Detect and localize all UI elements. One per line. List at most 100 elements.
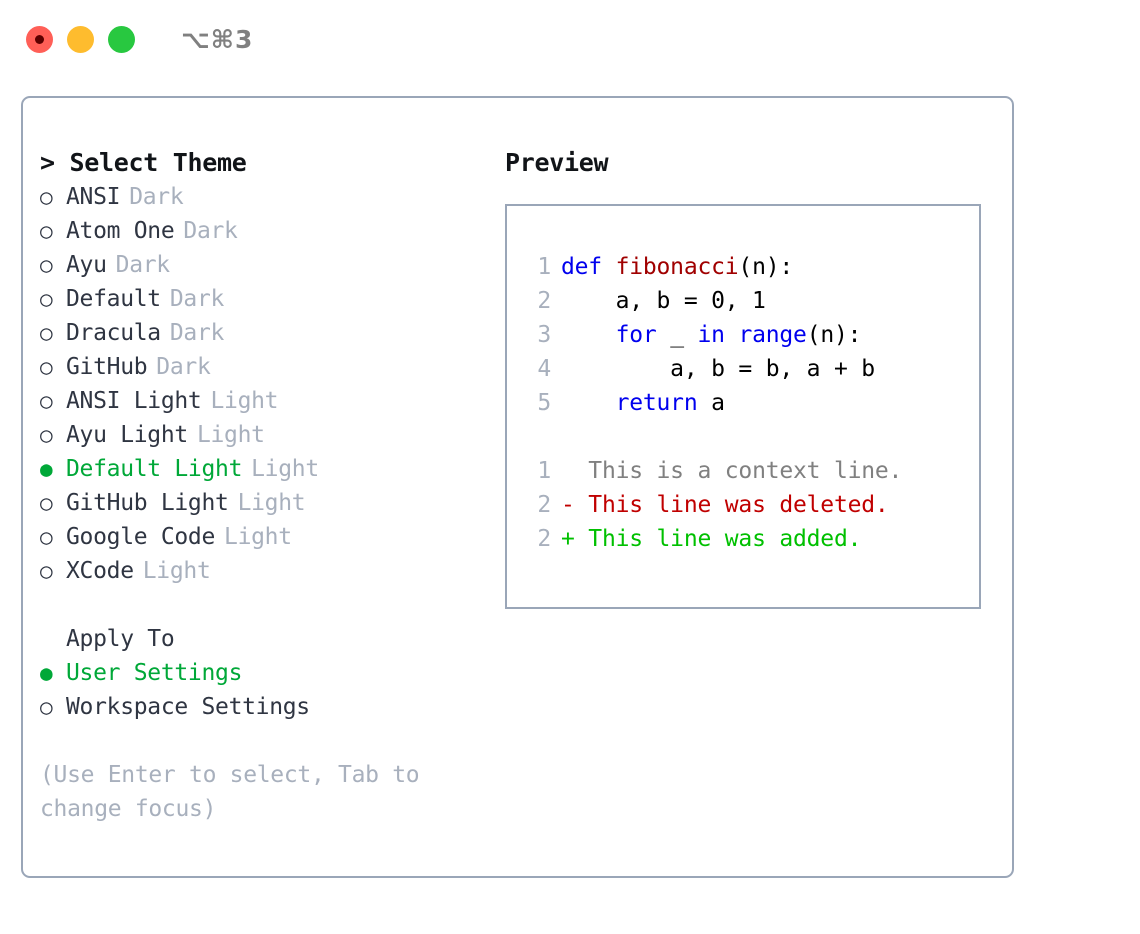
code-token: fibonacci xyxy=(615,254,739,280)
theme-option-category: Light xyxy=(251,456,319,482)
diff-sample: 1 This is a context line. 2- This line wa… xyxy=(521,454,979,556)
theme-option-ansi[interactable]: ○ ANSI Dark xyxy=(40,180,493,214)
close-button[interactable] xyxy=(26,25,53,53)
theme-option-category: Dark xyxy=(129,184,184,210)
theme-option-label: ANSI Light xyxy=(66,388,202,414)
theme-option-category: Dark xyxy=(115,252,171,278)
theme-option-ansi-light[interactable]: ○ ANSI Light Light xyxy=(40,384,493,418)
line-number: 4 xyxy=(537,356,551,382)
code-token: in xyxy=(697,322,739,348)
theme-option-default-light[interactable]: ● Default Light Light xyxy=(40,452,493,486)
diff-line-text: This is a context line. xyxy=(588,458,903,484)
window-shortcut-label: ⌥⌘3 xyxy=(181,24,254,54)
code-diff-separator xyxy=(521,420,979,454)
theme-option-label: XCode xyxy=(66,558,134,584)
code-token xyxy=(561,322,616,348)
diff-line-text: This line was added. xyxy=(588,526,862,552)
theme-option-category: Light xyxy=(196,422,265,448)
select-theme-heading: > Select Theme xyxy=(40,148,247,177)
zoom-button[interactable] xyxy=(108,25,135,53)
diff-marker: - xyxy=(561,492,589,518)
line-number: 1 xyxy=(537,254,551,280)
code-token: a, b = b, a + b xyxy=(561,356,875,382)
theme-option-ayu[interactable]: ○ Ayu Dark xyxy=(40,248,493,282)
theme-option-label: Default Light xyxy=(66,456,243,482)
theme-option-category: Light xyxy=(237,490,306,516)
theme-option-label: Ayu Light xyxy=(66,422,188,448)
theme-option-category: Dark xyxy=(169,286,225,312)
line-number: 3 xyxy=(537,322,551,348)
radio-unselected-icon: ○ xyxy=(40,525,53,549)
theme-option-label: Google Code xyxy=(66,524,216,550)
recording-indicator-icon xyxy=(35,34,44,44)
code-line: 3 for _ in range(n): xyxy=(521,318,979,352)
code-line-text: def fibonacci(n): xyxy=(561,250,793,284)
diff-marker: + xyxy=(561,526,589,552)
keyboard-hint-text: (Use Enter to select, Tab to change focu… xyxy=(40,762,433,822)
radio-unselected-icon: ○ xyxy=(40,253,53,277)
apply-to-option-workspace-settings[interactable]: ○Workspace Settings xyxy=(40,690,493,724)
theme-option-label: ANSI xyxy=(66,184,121,210)
code-line-text: a, b = 0, 1 xyxy=(561,284,766,318)
preview-heading: Preview xyxy=(505,148,609,177)
apply-to-option-label: Workspace Settings xyxy=(66,694,310,720)
radio-unselected-icon: ○ xyxy=(40,491,53,515)
diff-line-added: 2+ This line was added. xyxy=(521,522,979,556)
code-line-text: return a xyxy=(561,386,725,420)
minimize-button[interactable] xyxy=(67,25,94,53)
diff-marker xyxy=(561,454,588,488)
radio-selected-icon: ● xyxy=(40,457,53,481)
code-token: for xyxy=(615,322,671,348)
radio-unselected-icon: ○ xyxy=(40,389,53,413)
diff-line-context: 1 This is a context line. xyxy=(521,454,979,488)
code-token: range xyxy=(738,322,807,348)
title-bar: ⌥⌘3 xyxy=(0,0,1140,78)
apply-to-list[interactable]: ● User Settings ○Workspace Settings xyxy=(40,656,493,724)
line-number: 2 xyxy=(537,492,551,518)
radio-unselected-icon: ○ xyxy=(40,559,53,583)
theme-option-category: Dark xyxy=(183,218,238,244)
apply-to-heading: Apply To xyxy=(66,626,175,652)
theme-option-label: Ayu xyxy=(66,252,107,278)
radio-selected-icon: ● xyxy=(40,661,53,685)
code-token xyxy=(561,390,616,416)
theme-option-github-light[interactable]: ○ GitHub Light Light xyxy=(40,486,493,520)
line-number: 2 xyxy=(537,288,551,314)
code-line-text: a, b = b, a + b xyxy=(561,352,875,386)
radio-unselected-icon: ○ xyxy=(40,287,53,311)
radio-unselected-icon: ○ xyxy=(40,185,53,209)
code-line: 5 return a xyxy=(521,386,979,420)
radio-unselected-icon: ○ xyxy=(40,355,53,379)
code-line: 2 a, b = 0, 1 xyxy=(521,284,979,318)
code-token: (n): xyxy=(806,322,862,348)
theme-option-category: Light xyxy=(210,388,279,414)
radio-unselected-icon: ○ xyxy=(40,321,53,345)
theme-option-label: GitHub xyxy=(66,354,148,380)
apply-to-option-label: User Settings xyxy=(66,660,243,686)
theme-option-label: Atom One xyxy=(66,218,175,244)
line-number: 5 xyxy=(537,390,551,416)
code-line: 1 def fibonacci(n): xyxy=(521,250,979,284)
code-token: (n): xyxy=(738,254,794,280)
theme-option-label: GitHub Light xyxy=(66,490,229,516)
apply-to-option-user-settings[interactable]: ● User Settings xyxy=(40,656,493,690)
code-token: return xyxy=(615,390,712,416)
code-token: def xyxy=(561,254,616,280)
theme-option-category: Dark xyxy=(169,320,225,346)
code-token: a xyxy=(711,390,725,416)
code-line: 4 a, b = b, a + b xyxy=(521,352,979,386)
